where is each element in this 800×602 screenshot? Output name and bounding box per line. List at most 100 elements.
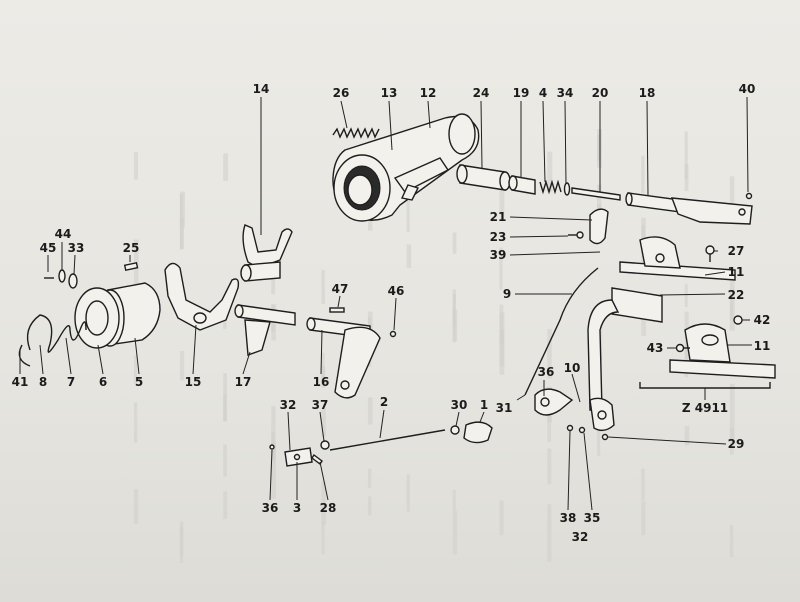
callout-27: 27 (728, 244, 745, 258)
part-bushing-19 (508, 175, 536, 195)
part-pedal-22 (587, 287, 663, 411)
show-through-mark (452, 232, 457, 254)
callout-40: 40 (739, 82, 756, 96)
part-lever-10 (534, 388, 574, 416)
show-through-mark (547, 151, 553, 192)
callout-25: 25 (123, 241, 140, 255)
part-housing-drawing (332, 113, 480, 222)
show-through-mark (321, 481, 326, 525)
show-through-mark (547, 504, 552, 562)
callout-2: 2 (380, 395, 388, 409)
callout-21: 21 (490, 210, 507, 224)
callout-6: 6 (99, 375, 107, 389)
show-through-mark (223, 444, 227, 477)
callout-45: 45 (40, 241, 57, 255)
part-screw-23 (568, 231, 584, 239)
part-washer-30 (450, 425, 460, 435)
callout-47: 47 (332, 282, 349, 296)
show-through-mark (641, 501, 646, 536)
show-through-mark (223, 153, 229, 181)
callout-22: 22 (728, 288, 745, 302)
callout-34: 34 (557, 86, 574, 100)
part-pin-38 (566, 424, 574, 432)
callout-3: 3 (293, 501, 301, 515)
show-through-mark (179, 521, 184, 557)
callout-33: 33 (68, 241, 85, 255)
callout-35: 35 (584, 511, 601, 525)
part-rod-2 (329, 429, 446, 451)
part-mount-11-lower (669, 323, 776, 379)
part-lever-16 (306, 317, 381, 399)
callout-18: 18 (639, 86, 656, 100)
show-through-mark (452, 309, 458, 342)
show-through-mark (641, 155, 645, 194)
callout-32-right: 32 (572, 530, 589, 544)
callout-36-lower: 36 (262, 501, 279, 515)
callout-8: 8 (39, 375, 47, 389)
callout-32-left: 32 (280, 398, 297, 412)
show-through-mark (684, 283, 688, 307)
show-through-mark (547, 393, 552, 442)
part-rod-9 (524, 267, 599, 396)
part-pin-46 (389, 330, 397, 338)
callout-14: 14 (253, 82, 270, 96)
callout-11-upper: 11 (728, 265, 745, 279)
show-through-mark (133, 355, 138, 384)
part-ring-29 (601, 433, 609, 441)
part-washer-34 (563, 182, 571, 196)
show-through-mark (321, 366, 326, 388)
callout-38: 38 (560, 511, 577, 525)
show-through-mark (684, 164, 689, 191)
part-key-47 (329, 307, 345, 313)
callout-15: 15 (185, 375, 202, 389)
show-through-mark (729, 383, 735, 440)
callout-43: 43 (647, 341, 664, 355)
callout-30: 30 (451, 398, 468, 412)
show-through-mark (406, 244, 412, 268)
part-fork-15 (164, 262, 240, 331)
callout-16: 16 (313, 375, 330, 389)
show-through-mark (406, 474, 410, 512)
show-through-text (133, 128, 735, 564)
callout-12: 12 (420, 86, 437, 100)
callout-46: 46 (388, 284, 405, 298)
callout-5: 5 (135, 375, 143, 389)
show-through-mark (406, 189, 410, 233)
part-clip-44-33 (44, 269, 78, 289)
callout-20: 20 (592, 86, 609, 100)
show-through-mark (547, 329, 552, 379)
part-clevis-3 (284, 447, 313, 467)
show-through-mark (367, 496, 372, 516)
part-shaft-17 (234, 304, 296, 356)
callout-31: 31 (496, 401, 513, 415)
callout-9: 9 (503, 287, 511, 301)
part-mount-11-upper (619, 236, 736, 281)
callout-1: 1 (480, 398, 488, 412)
callout-24: 24 (473, 86, 490, 100)
callout-11-lower: 11 (754, 339, 771, 353)
show-through-mark (223, 394, 227, 422)
show-through-mark (452, 490, 456, 511)
show-through-mark (133, 152, 138, 180)
show-through-mark (321, 270, 325, 304)
part-pin-36-lower (269, 444, 275, 450)
callout-29: 29 (728, 437, 745, 451)
callout-37: 37 (312, 398, 329, 412)
show-through-mark (499, 170, 505, 215)
show-through-mark (641, 468, 645, 501)
show-through-mark (321, 408, 326, 437)
callout-42: 42 (754, 313, 771, 327)
callout-17: 17 (235, 375, 252, 389)
part-nut-42 (733, 315, 743, 325)
show-through-mark (367, 468, 372, 489)
callout-36-upper: 36 (538, 365, 555, 379)
part-pin-20 (571, 187, 621, 201)
part-ring-41 (18, 344, 31, 367)
show-through-mark (729, 293, 734, 320)
callout-10: 10 (564, 361, 581, 375)
part-cup-6 (74, 287, 120, 349)
show-through-mark (133, 402, 138, 443)
callout-44: 44 (55, 227, 72, 241)
